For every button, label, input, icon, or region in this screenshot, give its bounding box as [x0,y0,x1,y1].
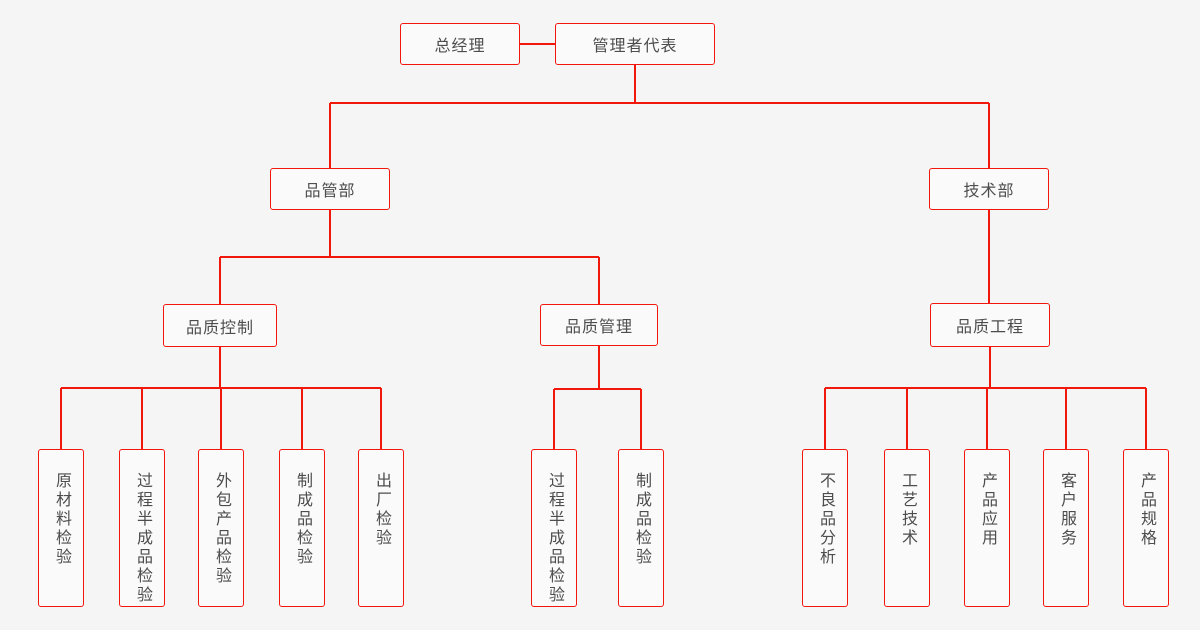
node-outsourced-product-inspection: 外包产品检验 [198,449,244,607]
node-management-representative: 管理者代表 [555,23,715,65]
node-process-semifinished-inspection: 过程半成品检验 [119,449,165,607]
node-quality-engineering: 品质工程 [930,303,1050,347]
node-label: 品质管理 [564,319,633,336]
node-label: 技术部 [963,183,1015,200]
node-label: 品质控制 [185,319,254,337]
node-label: 产品应用 [979,472,996,548]
node-outgoing-inspection: 出厂检验 [358,449,404,607]
node-label: 工艺技术 [899,472,916,548]
node-quality-control-dept: 品管部 [270,168,390,210]
node-finished-product-inspection: 制成品检验 [279,449,325,607]
node-customer-service: 客户服务 [1043,449,1089,607]
node-product-specification: 产品规格 [1123,449,1169,607]
node-finished-product-inspection-qm: 制成品检验 [618,449,664,607]
node-process-semifinished-inspection-qm: 过程半成品检验 [531,449,577,607]
node-label: 出厂检验 [373,472,390,548]
node-quality-control: 品质控制 [163,304,277,347]
node-label: 制成品检验 [294,472,311,567]
node-label: 品质工程 [955,319,1024,336]
node-label: 原材料检验 [53,472,70,567]
node-label: 外包产品检验 [213,472,230,586]
node-label: 总经理 [434,38,486,55]
node-general-manager: 总经理 [400,23,520,65]
node-technology-dept: 技术部 [929,168,1049,210]
node-product-application: 产品应用 [964,449,1010,607]
node-label: 品管部 [304,183,356,200]
node-label: 过程半成品检验 [546,472,563,605]
node-quality-management: 品质管理 [540,304,658,346]
node-label: 不良品分析 [817,472,834,567]
node-label: 产品规格 [1138,472,1155,548]
node-raw-material-inspection: 原材料检验 [38,449,84,607]
node-label: 客户服务 [1058,472,1075,548]
node-label: 管理者代表 [592,38,678,55]
node-label: 过程半成品检验 [134,472,151,605]
node-process-technology: 工艺技术 [884,449,930,607]
node-label: 制成品检验 [633,472,650,567]
node-defective-product-analysis: 不良品分析 [802,449,848,607]
